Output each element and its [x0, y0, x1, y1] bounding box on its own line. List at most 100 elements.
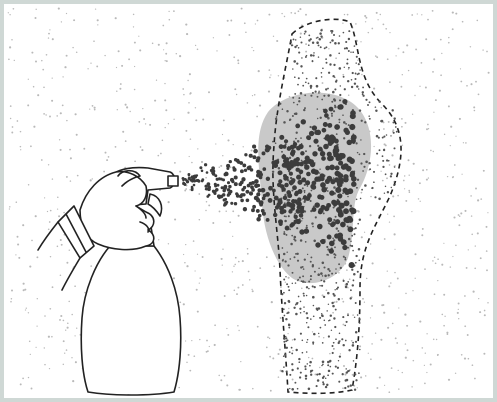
spray-droplet	[205, 188, 207, 190]
spray-droplet	[234, 202, 237, 205]
deposit-dot	[302, 187, 304, 189]
ambient-dot	[308, 357, 309, 358]
ambient-dot	[237, 325, 239, 327]
ambient-dot	[453, 216, 455, 218]
ambient-dot	[18, 257, 20, 259]
deposit-dot	[272, 171, 274, 173]
ambient-dot	[234, 290, 236, 292]
ambient-dot	[126, 106, 128, 108]
deposit-dot	[316, 85, 319, 88]
spray-droplet	[338, 173, 344, 179]
ambient-dot	[299, 8, 301, 10]
deposit-dot	[285, 276, 286, 277]
ambient-dot	[168, 201, 170, 203]
deposit-dot	[287, 199, 290, 202]
deposit-dot	[355, 341, 357, 343]
deposit-dot	[331, 273, 333, 275]
deposit-dot	[289, 351, 291, 353]
spray-droplet	[240, 181, 244, 185]
ambient-dot	[392, 195, 394, 197]
ambient-dot	[385, 28, 387, 30]
ambient-dot	[69, 149, 71, 151]
ambient-dot	[450, 145, 451, 146]
deposit-dot	[321, 76, 323, 78]
ambient-dot	[31, 388, 33, 390]
ambient-dot	[30, 145, 32, 147]
ambient-dot	[15, 254, 16, 255]
ambient-dot	[73, 19, 75, 21]
deposit-dot	[305, 378, 307, 380]
ambient-dot	[477, 232, 479, 234]
ambient-dot	[230, 20, 232, 22]
spray-droplet	[326, 203, 331, 208]
deposit-dot	[358, 63, 360, 65]
ambient-dot	[382, 304, 384, 306]
deposit-dot	[283, 341, 285, 343]
spray-droplet	[340, 222, 346, 228]
deposit-dot	[300, 312, 302, 314]
deposit-dot	[327, 268, 329, 270]
deposit-dot	[327, 190, 329, 192]
deposit-dot	[339, 333, 341, 335]
spray-droplet	[336, 156, 341, 161]
deposit-dot	[334, 246, 336, 248]
ambient-dot	[267, 336, 269, 338]
deposit-dot	[312, 42, 314, 44]
spray-droplet	[281, 154, 286, 159]
deposit-dot	[300, 266, 302, 268]
ambient-dot	[277, 353, 279, 355]
spray-droplet	[214, 174, 217, 177]
spray-droplet	[191, 176, 194, 179]
deposit-dot	[331, 302, 333, 304]
deposit-dot	[297, 84, 299, 86]
deposit-dot	[314, 271, 316, 273]
deposit-dot	[303, 201, 305, 203]
ambient-dot	[365, 21, 366, 22]
spray-droplet	[271, 160, 276, 165]
ambient-dot	[377, 164, 379, 166]
ambient-dot	[208, 204, 210, 206]
spray-droplet	[199, 166, 202, 169]
spray-droplet	[256, 192, 260, 196]
ambient-dot	[455, 136, 456, 137]
ambient-dot	[448, 42, 450, 44]
deposit-dot	[359, 317, 361, 319]
ambient-dot	[41, 159, 43, 161]
spray-droplet	[258, 214, 262, 218]
deposit-dot	[360, 139, 361, 140]
deposit-dot	[353, 273, 356, 276]
ambient-dot	[340, 353, 341, 354]
ambient-dot	[383, 312, 385, 314]
ambient-dot	[89, 108, 90, 109]
spray-droplet	[324, 113, 329, 118]
ambient-dot	[29, 266, 31, 268]
spray-droplet	[300, 206, 305, 211]
deposit-dot	[321, 285, 323, 287]
ambient-dot	[413, 360, 415, 362]
ambient-dot	[197, 148, 198, 149]
deposit-dot	[348, 67, 350, 69]
ambient-dot	[134, 160, 136, 162]
ambient-dot	[434, 293, 436, 295]
deposit-dot	[385, 186, 386, 187]
ambient-dot	[30, 354, 31, 355]
deposit-dot	[315, 216, 317, 218]
ambient-dot	[68, 301, 70, 303]
ambient-dot	[234, 88, 236, 90]
ambient-dot	[414, 95, 415, 96]
deposit-dot	[330, 42, 332, 44]
deposit-dot	[285, 318, 287, 320]
deposit-dot	[342, 192, 344, 194]
deposit-dot	[312, 92, 314, 94]
ambient-dot	[427, 124, 429, 126]
deposit-dot	[355, 331, 358, 334]
ambient-dot	[344, 14, 345, 15]
deposit-dot	[313, 315, 315, 317]
spray-droplet	[256, 158, 260, 162]
spray-droplet	[327, 217, 332, 222]
deposit-dot	[360, 162, 362, 164]
ambient-dot	[119, 88, 121, 90]
deposit-dot	[333, 342, 335, 344]
spray-droplet	[299, 213, 304, 218]
ambient-dot	[196, 289, 198, 291]
